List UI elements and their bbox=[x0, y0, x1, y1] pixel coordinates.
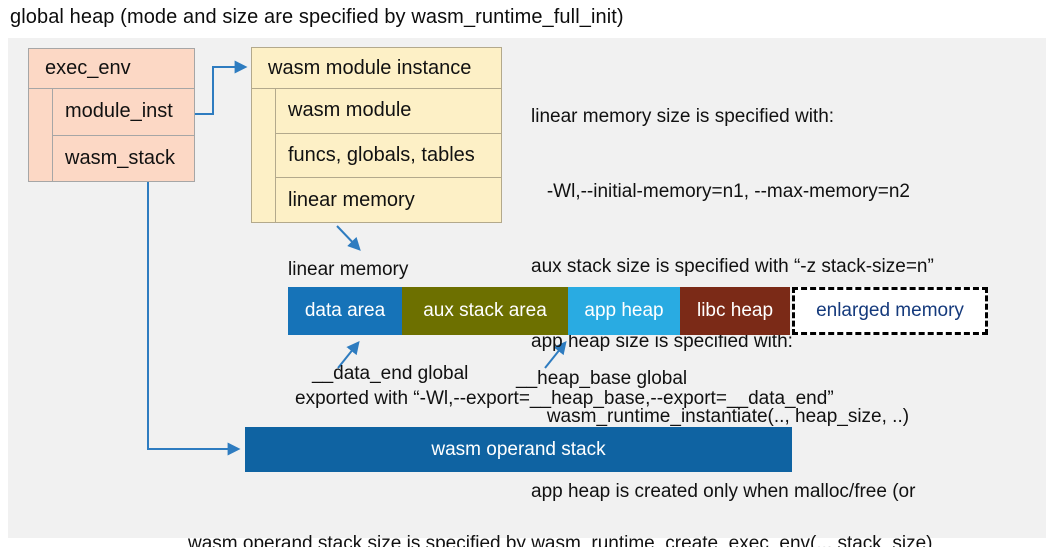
segment-libc-heap: libc heap bbox=[680, 287, 790, 335]
wasm-operand-stack-bar: wasm operand stack bbox=[245, 427, 792, 472]
wasm-module-instance-box: wasm module instance wasm module funcs, … bbox=[251, 47, 502, 223]
exec-env-box: exec_env module_inst wasm_stack bbox=[28, 48, 195, 182]
exec-env-row-wasm-stack: wasm_stack bbox=[53, 134, 194, 182]
wasm-module-instance-body: wasm module funcs, globals, tables linea… bbox=[252, 89, 501, 222]
note-line: app heap is created only when malloc/fre… bbox=[531, 481, 916, 502]
exec-env-body: module_inst wasm_stack bbox=[29, 89, 194, 181]
diagram-title: global heap (mode and size are specified… bbox=[10, 6, 624, 28]
note-line: -Wl,--initial-memory=n1, --max-memory=n2 bbox=[531, 181, 910, 202]
segment-app-heap: app heap bbox=[568, 287, 680, 335]
instance-row-funcs-globals-tables: funcs, globals, tables bbox=[276, 132, 501, 178]
note-line: linear memory size is specified with: bbox=[531, 106, 835, 127]
instance-row-wasm-module: wasm module bbox=[288, 99, 412, 122]
linear-memory-label: linear memory bbox=[288, 259, 409, 280]
heap-base-global-label: __heap_base global bbox=[516, 368, 688, 389]
note-line: app heap size is specified with: bbox=[531, 331, 793, 352]
note-line: aux stack size is specified with “-z sta… bbox=[531, 256, 934, 277]
wasm-module-instance-header: wasm module instance bbox=[252, 48, 501, 89]
instance-row-linear-memory: linear memory bbox=[276, 177, 501, 222]
wasm-module-instance-indent-strip bbox=[252, 89, 276, 222]
export-flags-label: exported with “-Wl,--export=__heap_base,… bbox=[295, 388, 834, 409]
exec-env-row-module-inst: module_inst bbox=[65, 100, 173, 123]
note-line: wasm operand stack size is specified by … bbox=[188, 533, 933, 547]
data-end-global-label: __data_end global bbox=[312, 363, 469, 384]
exec-env-header: exec_env bbox=[29, 49, 194, 89]
segment-data-area: data area bbox=[288, 287, 402, 335]
exec-env-indent-strip bbox=[29, 89, 53, 181]
operand-stack-notes: wasm operand stack size is specified by … bbox=[188, 479, 933, 547]
note-line: wasm_runtime_instantiate(.., heap_size, … bbox=[531, 406, 910, 427]
segment-aux-stack-area: aux stack area bbox=[402, 287, 568, 335]
linear-memory-bar: data area aux stack area app heap libc h… bbox=[288, 287, 988, 335]
memory-size-notes: linear memory size is specified with: -W… bbox=[531, 54, 934, 547]
segment-enlarged-memory: enlarged memory bbox=[792, 287, 988, 335]
